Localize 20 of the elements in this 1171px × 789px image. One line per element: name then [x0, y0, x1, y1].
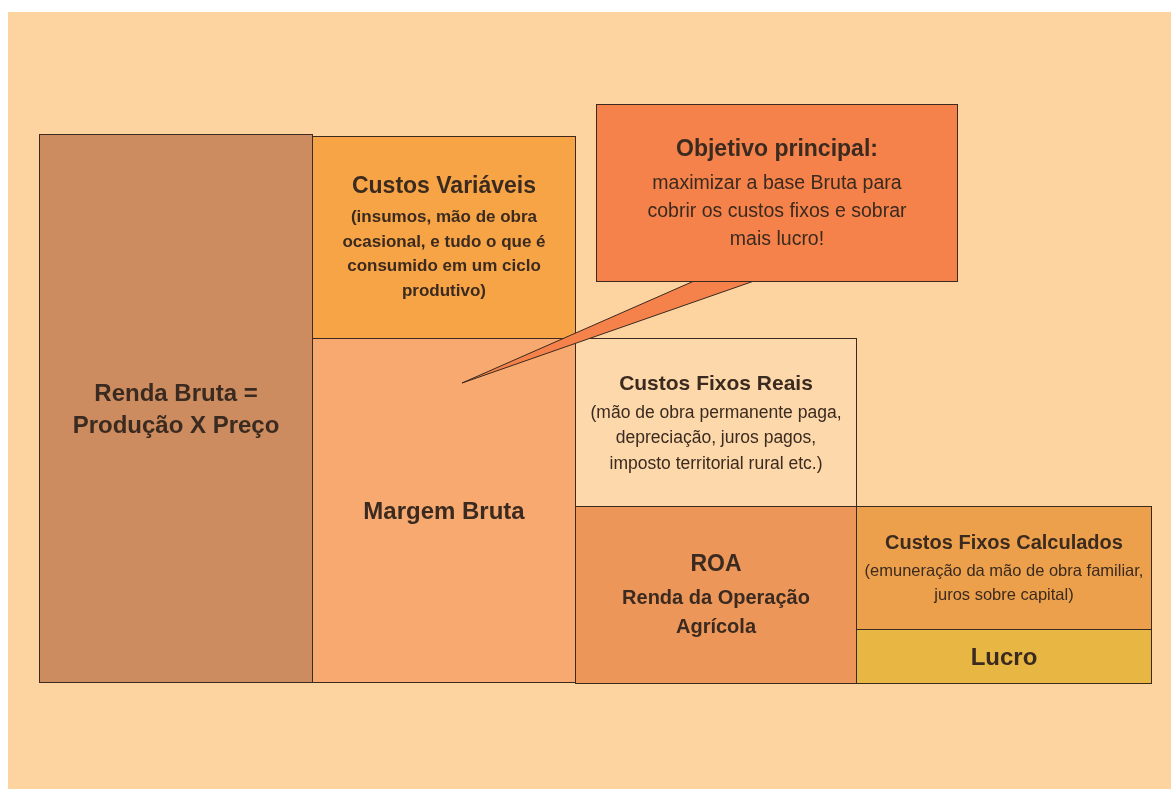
block — [312, 338, 576, 683]
block-heading: Margem Bruta — [363, 495, 525, 526]
block — [856, 629, 1152, 684]
block-heading: Renda Bruta = Produção X Preço — [71, 378, 281, 440]
block-description: maximizar a base Bruta para cobrir os custos fixos e sobrar mais lucro! — [646, 169, 908, 252]
block-description: (insumos, mão de obra ocasional, e tudo o que é consumido em um ciclo produtivo) — [341, 206, 547, 303]
block — [575, 506, 857, 684]
block-heading: Custos Fixos Calculados — [885, 530, 1123, 556]
block-heading: Custos Fixos Reais — [619, 369, 813, 396]
block-heading: Custos Variáveis — [351, 171, 537, 201]
block-description: (emuneração da mão de obra familiar, juros sobre capital) — [863, 560, 1145, 605]
block — [39, 134, 313, 683]
block — [856, 506, 1152, 630]
block-heading: ROA — [690, 549, 742, 579]
block — [575, 338, 857, 507]
block-description: (mão de obra permanente paga, depreciação, juros pagos, imposto territorial rural etc.) — [590, 401, 842, 475]
block-heading: Lucro — [970, 641, 1038, 672]
block — [312, 136, 576, 339]
block-description: Renda da Operação Agrícola — [621, 584, 811, 639]
block-heading: Objetivo principal: — [676, 133, 878, 163]
